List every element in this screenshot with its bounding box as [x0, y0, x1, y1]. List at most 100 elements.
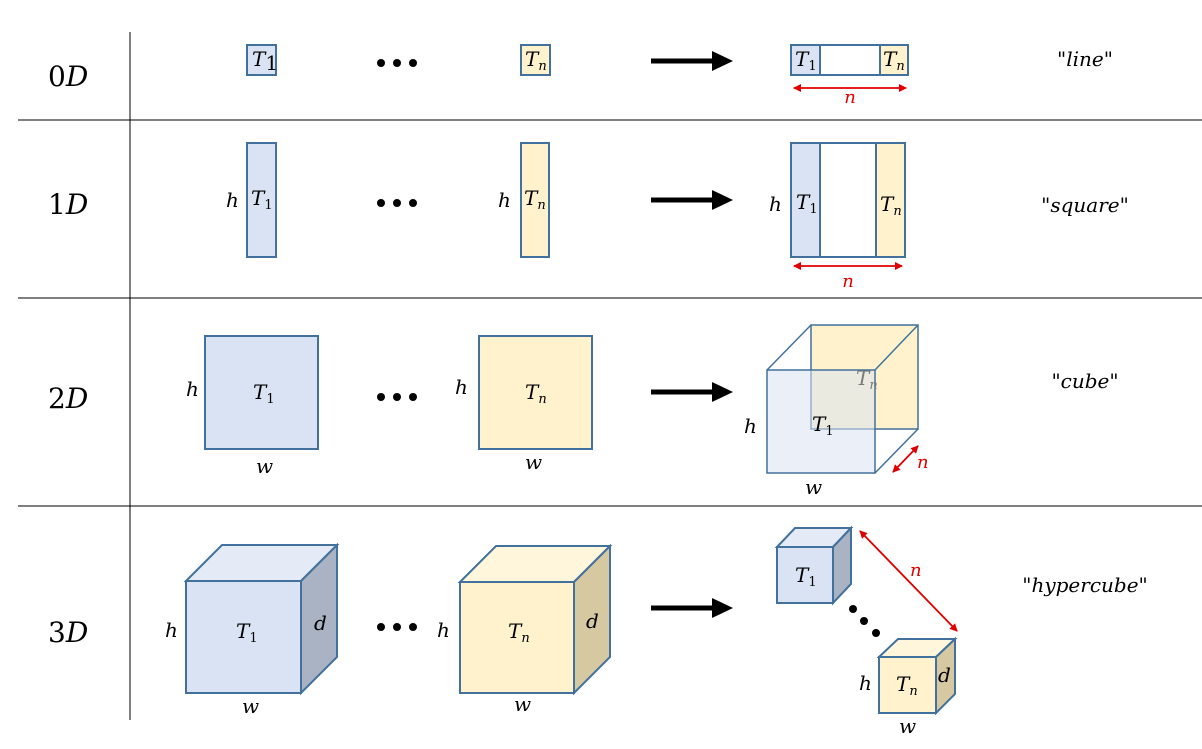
- hyper-t1-cube: T1: [774, 525, 854, 606]
- w-label: w: [805, 475, 822, 499]
- dot: [377, 59, 385, 67]
- hyper-tn-label: Tn: [896, 672, 918, 699]
- stacked-tn-label: Tn: [883, 47, 905, 74]
- n-dimension-arrow: [859, 530, 958, 632]
- tensor-tn-bar: [520, 142, 550, 258]
- row-name-line: "line": [1057, 47, 1113, 71]
- h-label: h: [769, 192, 782, 216]
- dot: [409, 59, 417, 67]
- w-label: w: [899, 714, 916, 738]
- stacked-tn-cell: [879, 44, 909, 76]
- row-label-1d: 1D: [48, 188, 88, 221]
- dot: [872, 629, 880, 637]
- tensor-tn-label: Tn: [524, 186, 546, 213]
- dot: [860, 617, 868, 625]
- ellipsis-dots: [377, 59, 417, 67]
- row-2d: h w T1 h w Tn Tn T1 h w n: [186, 324, 929, 499]
- row-name-hypercube: "hypercube": [1022, 573, 1148, 597]
- stacked-cube: Tn T1 h w n: [744, 324, 929, 499]
- dot: [409, 623, 417, 631]
- tensor-t1-label: T1: [253, 380, 275, 407]
- tensor-tn-square: [478, 335, 593, 450]
- table-grid: [18, 32, 1202, 720]
- h-label: h: [186, 377, 199, 401]
- hyper-t1-label: T1: [795, 563, 817, 590]
- h-label: h: [859, 671, 872, 695]
- arrow-head: [712, 598, 733, 618]
- d-label: d: [586, 609, 599, 633]
- row-0d: T1 Tn T1 Tn n: [246, 44, 909, 108]
- n-dimension-arrow: [892, 445, 919, 473]
- dot: [393, 393, 401, 401]
- tensor-tn-box: [520, 44, 551, 76]
- row-3d: h w d T1 h w d Tn T1: [165, 525, 958, 738]
- stacked-t1-label: T1: [795, 47, 817, 74]
- h-label: h: [498, 188, 511, 212]
- tensor-tn-cube: h w d Tn: [437, 543, 613, 716]
- tensor-tn-label: Tn: [508, 619, 530, 646]
- stacked-tn-label: Tn: [880, 192, 902, 219]
- h-label: h: [744, 414, 757, 438]
- w-label: w: [514, 692, 531, 716]
- hyper-tn-cube: h w d Tn: [859, 636, 958, 738]
- cube-front-face: [878, 656, 937, 714]
- tensor-t1-label: T1: [236, 619, 258, 646]
- row-labels: 0D 1D 2D 3D: [48, 60, 88, 649]
- h-label: h: [437, 618, 450, 642]
- d-label: d: [314, 611, 327, 635]
- cube-front-face: [776, 546, 834, 604]
- back-tn-label: Tn: [856, 366, 878, 393]
- stacked-t1-label: T1: [796, 190, 818, 217]
- tensor-t1-cube: h w d T1: [165, 542, 340, 718]
- arrow-head: [712, 190, 733, 210]
- tensor-t1-label: T1: [251, 186, 273, 213]
- dot: [393, 59, 401, 67]
- dot: [393, 199, 401, 207]
- stacked-t1-cell: [790, 44, 821, 76]
- transform-arrow: [651, 598, 733, 618]
- cube-edge: [766, 324, 812, 371]
- w-label: w: [256, 454, 273, 478]
- row-label-2d: 2D: [48, 382, 88, 415]
- cube-front-face: [185, 580, 302, 694]
- w-label: w: [525, 450, 542, 474]
- transform-arrow: [651, 51, 733, 71]
- arrow-head: [712, 382, 733, 402]
- arrow-head: [712, 51, 733, 71]
- tensor-t1-label: T1: [252, 47, 278, 75]
- tensor-t1-box: [246, 44, 277, 76]
- transform-arrow: [651, 382, 733, 402]
- tensor-tn-label: Tn: [525, 380, 547, 407]
- row-name-cube: "cube": [1051, 369, 1118, 393]
- dot: [393, 623, 401, 631]
- front-face-t1: [766, 369, 876, 474]
- cube-edge: [874, 324, 919, 371]
- transform-arrow: [651, 190, 733, 210]
- n-dimension-label: n: [910, 560, 922, 581]
- cube-front-face: [459, 581, 575, 694]
- h-label: h: [165, 618, 178, 642]
- d-label: d: [938, 663, 951, 687]
- tensor-tn-label: Tn: [525, 47, 547, 74]
- row-name-square: "square": [1041, 193, 1129, 217]
- tensor-t1-bar: [246, 142, 277, 258]
- h-label: h: [226, 188, 239, 212]
- stacked-t1-column: [790, 142, 821, 258]
- n-dimension-label: n: [844, 87, 856, 108]
- cube-edge: [874, 428, 919, 474]
- n-dimension-label: n: [917, 452, 929, 473]
- dot: [377, 199, 385, 207]
- w-label: w: [242, 694, 259, 718]
- dot: [409, 199, 417, 207]
- front-t1-label: T1: [812, 412, 834, 439]
- dot: [377, 623, 385, 631]
- dot: [377, 393, 385, 401]
- dot: [409, 393, 417, 401]
- n-dimension-label: n: [842, 271, 854, 292]
- diagonal-ellipsis-dots: [849, 605, 880, 637]
- row-names: "line" "square" "cube" "hypercube": [1022, 47, 1148, 597]
- ellipsis-dots: [377, 623, 417, 631]
- row-label-3d: 3D: [48, 616, 88, 649]
- ellipsis-dots: [377, 393, 417, 401]
